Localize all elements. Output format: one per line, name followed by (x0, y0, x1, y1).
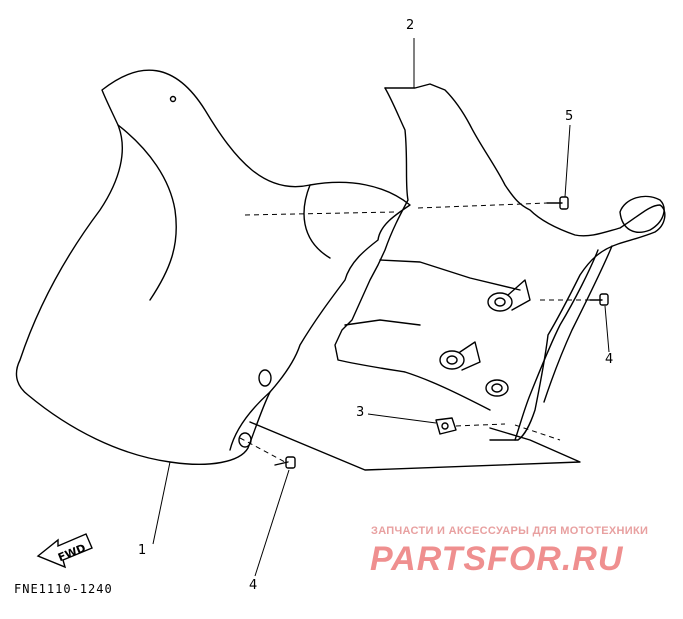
mount-boss-upper (487, 279, 531, 312)
leader-3 (367, 413, 437, 424)
inner-panel-outline (384, 83, 666, 441)
cowling-grommet-lower (238, 432, 252, 448)
leader-1 (152, 461, 171, 545)
cowling-panel-outline (15, 69, 411, 465)
mount-boss-lower (485, 379, 509, 397)
leader-4-right (604, 305, 610, 353)
screw-part-4-right (589, 293, 609, 306)
leader-4-lower (254, 469, 290, 577)
floor-plate (249, 421, 581, 471)
side-rail-inner (543, 245, 613, 403)
callout-4-lower: 4 (249, 578, 258, 593)
mount-boss-middle (439, 341, 481, 371)
callout-2: 2 (406, 18, 415, 33)
watermark-logo: PARTSFOR.RU (370, 540, 624, 578)
assembly-line-clip (455, 423, 506, 427)
inner-panel-ridge (379, 259, 521, 291)
inner-panel-knob (619, 195, 665, 233)
callout-1: 1 (138, 543, 147, 558)
clip-nut-part-3 (435, 417, 457, 435)
assembly-line-rail (514, 424, 561, 441)
watermark-tagline: ЗАПЧАСТИ И АКСЕССУАРЫ ДЛЯ МОТОТЕХНИКИ (371, 525, 649, 537)
callout-3: 3 (356, 405, 365, 420)
inner-panel-left-edge (334, 87, 491, 411)
side-rail (514, 249, 599, 441)
assembly-line-upper (244, 211, 396, 216)
cowling-panel-lower-curve (229, 391, 271, 451)
diagram-code: FNE1110-1240 (14, 582, 113, 596)
cowling-hole-top (169, 95, 177, 103)
cowling-panel-inner-line (117, 124, 177, 301)
screw-part-4-lower (274, 456, 296, 469)
cowling-grommet-hole (258, 369, 272, 387)
cowling-panel-inner-edge (303, 184, 331, 259)
fwd-arrow (36, 533, 93, 569)
assembly-line-mid (417, 202, 549, 209)
callout-4-right: 4 (605, 352, 614, 367)
callout-5: 5 (565, 109, 574, 124)
screw-part-5 (546, 196, 569, 210)
leader-5 (564, 124, 571, 198)
inner-panel-ridge-2 (344, 319, 421, 326)
